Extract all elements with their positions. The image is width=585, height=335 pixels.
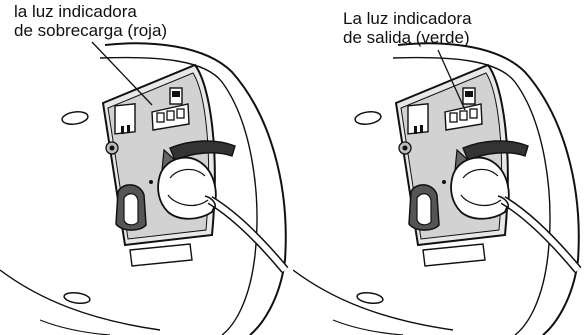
output-light-panel: La luz indicadora de salida (verde)	[293, 0, 585, 335]
generator-illustration	[0, 0, 292, 335]
callout-leader-line	[91, 41, 153, 106]
generator-illustration	[293, 0, 585, 335]
callout-leader-line	[437, 49, 466, 111]
overload-light-label-line2: de sobrecarga (roja)	[14, 21, 168, 40]
overload-light-panel: la luz indicadora de sobrecarga (roja)	[0, 0, 292, 335]
overload-light-label-line1: la luz indicadora	[14, 2, 137, 21]
output-light-label-line2: de salida (verde)	[343, 28, 470, 47]
output-light-label: La luz indicadora de salida (verde)	[343, 9, 472, 47]
output-light-label-line1: La luz indicadora	[343, 9, 472, 28]
overload-light-label: la luz indicadora de sobrecarga (roja)	[14, 2, 167, 40]
